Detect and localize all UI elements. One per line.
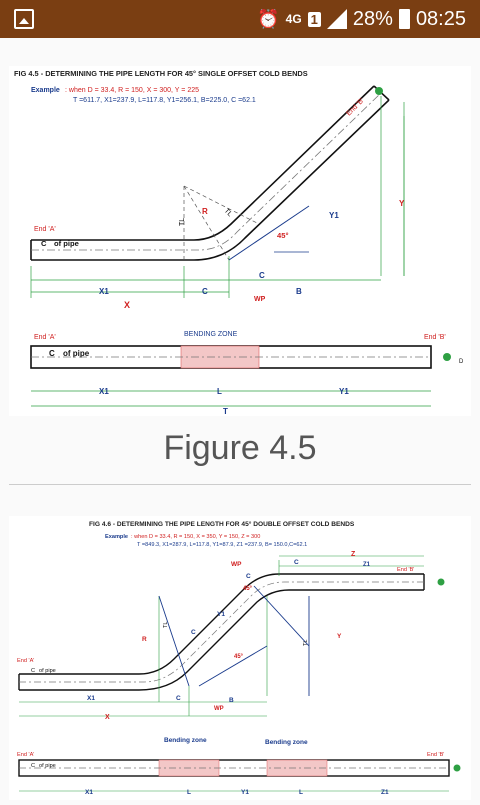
fig46-example-label: Example (105, 534, 128, 540)
fig45-end-b: End 'B' (345, 97, 365, 117)
fig46-l-2: L (299, 789, 303, 796)
gallery-notification-icon (14, 9, 34, 29)
fig45-c-lower: C (202, 287, 208, 296)
fig46-straight-cl-pipe: of pipe (39, 763, 56, 769)
section-divider (9, 484, 471, 485)
fig46-r: R (142, 636, 147, 643)
fig46-example-given: : when D = 33.4, R = 150, X = 350, Y = 1… (131, 534, 260, 540)
fig45-title: FIG 4.5 - DETERMINING THE PIPE LENGTH FO… (14, 69, 308, 78)
fig45-x1-straight: X1 (99, 387, 109, 396)
fig45-end-b-straight: End 'B' (424, 334, 446, 341)
sim-indicator: 1 (307, 11, 321, 27)
fig45-cl-symbol: C (41, 239, 47, 248)
fig46-z1: Z1 (363, 562, 371, 568)
fig46-x1-straight: X1 (85, 789, 93, 796)
alarm-icon: ⏰ (257, 8, 280, 29)
fig46-angle-bottom: 45° (234, 654, 244, 660)
fig45-c-upper: C (259, 271, 265, 280)
fig45-y1-straight: Y1 (339, 387, 349, 396)
figure-4-5-diagram: FIG 4.5 - DETERMINING THE PIPE LENGTH FO… (14, 69, 464, 416)
fig45-y1: Y1 (329, 211, 339, 220)
fig46-y1: Y1 (217, 611, 225, 618)
fig45-example-label: Example (31, 87, 60, 94)
figure-caption: Figure 4.5 (163, 429, 317, 467)
fig46-c-lower: C (176, 695, 181, 702)
fig46-end-a-straight: End 'A' (17, 752, 34, 758)
fig46-y: Y (337, 633, 342, 640)
fig46-bending-zone-1: Bending zone (164, 737, 207, 744)
fig45-d: D (459, 359, 464, 365)
fig46-y1-straight: Y1 (241, 789, 249, 796)
figure-4-6-diagram: FIG 4.6 - DETERMINING THE PIPE LENGTH FO… (17, 520, 461, 796)
fig46-x1: X1 (87, 695, 95, 702)
fig46-c-right: C (294, 559, 299, 566)
fig46-tl-right: TL (303, 640, 309, 646)
fig46-end-b: End 'B' (397, 567, 414, 573)
fig46-cl-symbol: C (31, 668, 35, 674)
fig46-z: Z (351, 551, 356, 558)
fig45-end-a: End 'A' (34, 226, 56, 233)
fig46-tl-left: TL (163, 622, 169, 628)
fig46-example-result: T =849.3, X1=287.9, L=117.8, Y1=87.9, Z1… (137, 542, 307, 548)
status-right-group: ⏰ 4G 1 28% 08:25 (257, 0, 466, 38)
status-bar: ⏰ 4G 1 28% 08:25 (0, 0, 480, 38)
fig45-example-given: : when D = 33.4, R = 150, X = 300, Y = 2… (65, 87, 199, 94)
figure-4-5-image[interactable]: FIG 4.5 - DETERMINING THE PIPE LENGTH FO… (9, 66, 471, 416)
fig45-angle: 45° (277, 231, 288, 240)
fig45-t: T (223, 407, 228, 416)
fig45-tl-vertical: TL (179, 218, 186, 226)
fig46-cl-pipe: of pipe (39, 668, 56, 674)
battery-icon (398, 9, 410, 29)
fig45-r: R (202, 207, 208, 216)
fig46-straight-cl: C (31, 763, 35, 769)
fig45-straight-cl: C (49, 349, 55, 358)
fig45-tl-diagonal: TL (223, 207, 234, 218)
network-type: 4G (285, 12, 302, 26)
fig46-b: B (229, 697, 234, 704)
fig46-title: FIG 4.6 - DETERMINING THE PIPE LENGTH FO… (89, 520, 355, 528)
fig46-wp-top: WP (231, 561, 242, 568)
fig45-x1: X1 (99, 287, 109, 296)
fig45-straight-cl-pipe: of pipe (63, 349, 90, 358)
fig45-wp: WP (254, 296, 266, 303)
fig45-example-result: T =611.7, X1=237.9, L=117.8, Y1=256.1, B… (73, 97, 256, 104)
fig46-x: X (105, 714, 110, 721)
fig46-wp-bottom: WP (214, 706, 224, 712)
fig46-c-top: C (246, 573, 251, 580)
image-viewer[interactable]: FIG 4.5 - DETERMINING THE PIPE LENGTH FO… (0, 38, 480, 800)
clock: 08:25 (415, 7, 466, 30)
fig45-pipe (30, 85, 390, 261)
fig45-b: B (296, 287, 302, 296)
fig45-bending-zone: BENDING ZONE (184, 331, 238, 338)
battery-percent: 28% (352, 7, 393, 30)
fig46-bending-zone-2: Bending zone (265, 739, 308, 746)
signal-icon (326, 9, 347, 29)
fig46-angle-top: 45° (243, 586, 253, 592)
fig46-end-a: End 'A' (17, 658, 34, 664)
fig46-l-1: L (187, 789, 191, 796)
figure-4-6-image[interactable]: FIG 4.6 - DETERMINING THE PIPE LENGTH FO… (9, 516, 471, 800)
fig46-z1-straight: Z1 (381, 789, 389, 796)
fig46-end-b-straight: End 'B' (427, 752, 444, 758)
fig45-cl-pipe: of pipe (54, 239, 79, 248)
fig45-x: X (124, 300, 130, 310)
fig45-end-a-straight: End 'A' (34, 334, 56, 341)
fig45-y: Y (399, 199, 405, 208)
fig45-l: L (217, 387, 222, 396)
fig46-c-mid: C (191, 629, 196, 636)
